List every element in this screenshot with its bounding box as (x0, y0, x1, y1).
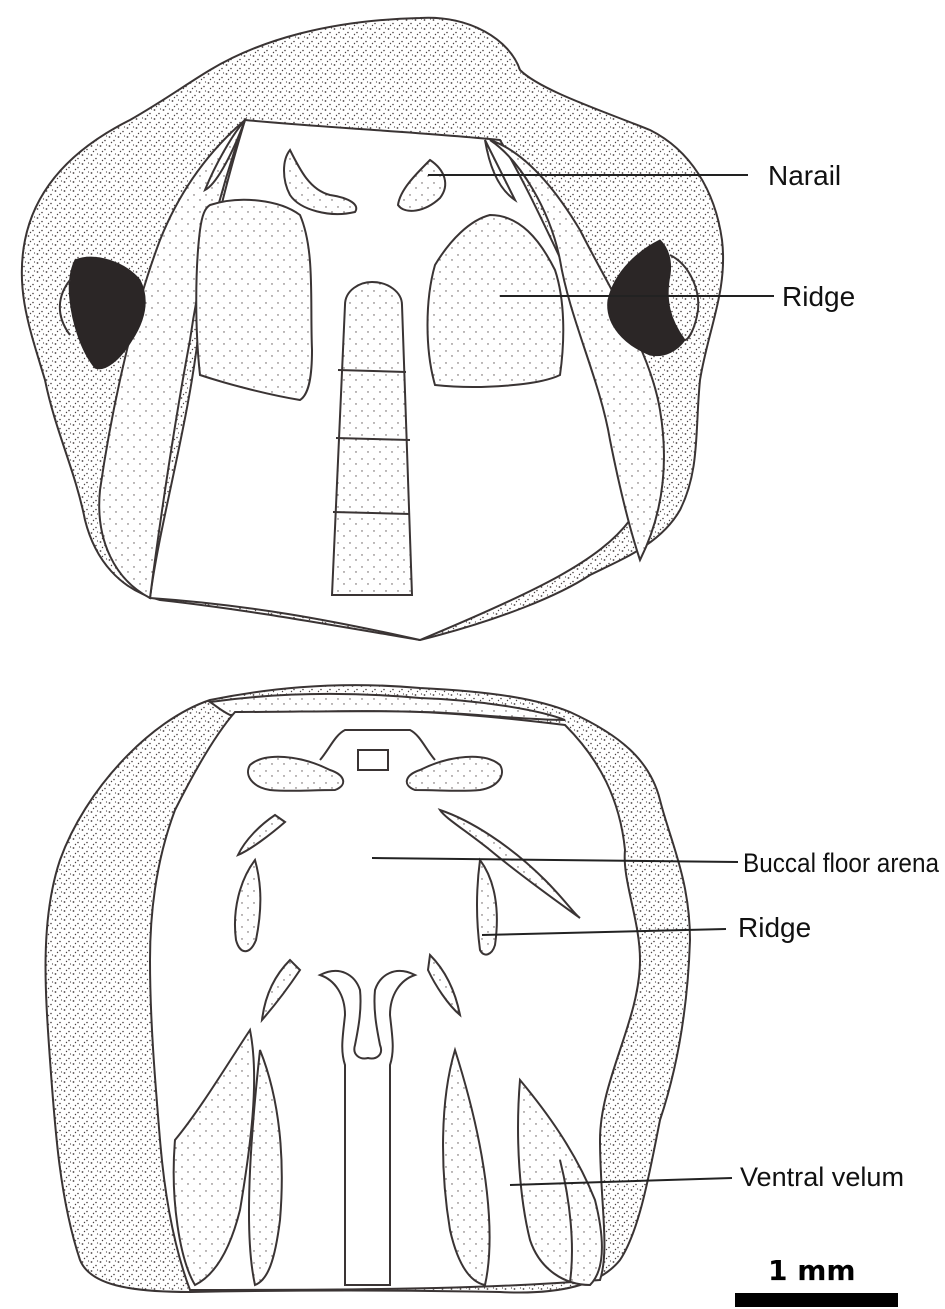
label-ridge-lower: Ridge (738, 912, 811, 943)
scale-bar-label: 1 mm (768, 1254, 856, 1287)
upper-view (22, 18, 723, 640)
scale-bar (735, 1293, 898, 1307)
lower-view (46, 685, 690, 1292)
lower-notch-square (358, 750, 388, 770)
label-ridge-upper: Ridge (782, 281, 855, 312)
label-buccal-floor: Buccal floor arena (743, 848, 940, 878)
label-narail: Narail (768, 160, 841, 191)
label-ventral-velum: Ventral velum (740, 1162, 904, 1192)
upper-left-lobe (196, 200, 312, 400)
